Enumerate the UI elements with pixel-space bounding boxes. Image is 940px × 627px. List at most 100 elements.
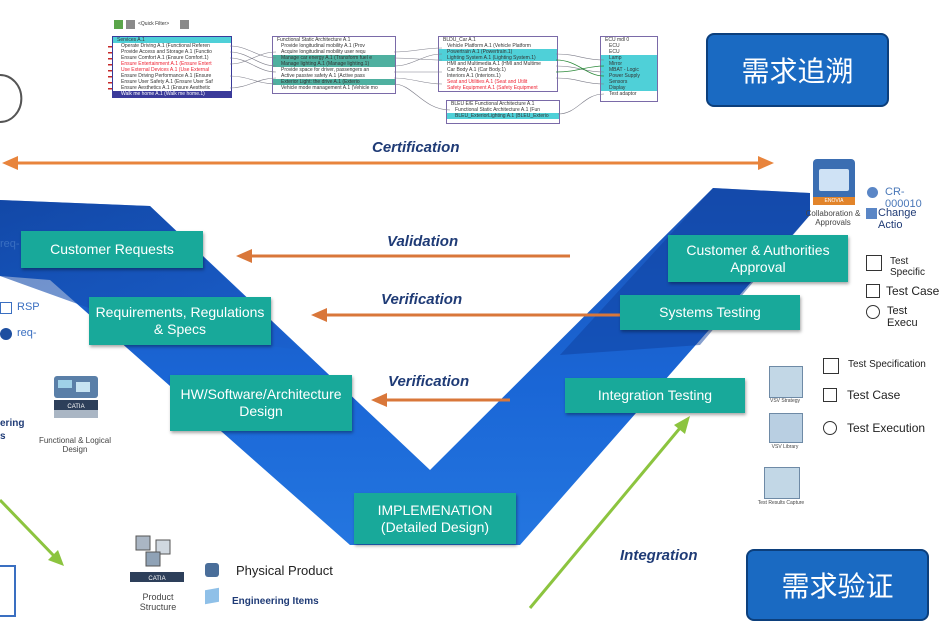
engineering-items-icon xyxy=(205,587,219,605)
validation-arrow-head xyxy=(236,249,252,263)
trace-item: Functional Static Architecture A.1 (Fun xyxy=(455,107,541,113)
catia-product-icon: CATIA xyxy=(130,535,184,582)
change-action-icon xyxy=(866,208,877,219)
test-case-label-2: Test Case xyxy=(847,388,901,402)
collaboration-icon xyxy=(813,159,855,201)
test-exec-label-2: Test Execution xyxy=(847,421,926,435)
req-label-top: req- xyxy=(0,238,20,250)
toolbar-icon[interactable] xyxy=(114,20,123,29)
trace-item: Lighting System A.1 (Lighting System.1) xyxy=(439,55,557,61)
test-exec-icon xyxy=(866,305,880,319)
trace-item: Exterior Light: the drive A.1 (Exterio xyxy=(273,79,395,85)
test-spec-label-2: Test Specification xyxy=(848,359,926,370)
test-case-label: Test Case xyxy=(886,284,940,298)
certification-label: Certification xyxy=(372,139,460,156)
certification-arrow-head-right xyxy=(758,156,774,170)
trace-item: Interiors A.1 (Interiors.1) xyxy=(447,73,501,79)
trace-col-4: BLEU E/E Functional Architecture A.1 Fun… xyxy=(446,100,560,124)
trace-col-1-title: Services A.1 xyxy=(113,37,231,43)
trace-item: Ensure User Safety A.1 (Ensure User Saf xyxy=(121,79,213,85)
collaboration-label: Collaboration & Approvals xyxy=(805,209,861,227)
trace-item: ECU xyxy=(609,43,620,49)
trace-item: Display xyxy=(601,85,657,91)
toolbar-icon-3[interactable] xyxy=(180,20,189,29)
cr-icon xyxy=(867,187,878,198)
rsp-label: RSP xyxy=(17,301,40,313)
collaboration-icon-inner xyxy=(819,169,849,191)
trace-col-3: BLDU_Car A.1 Vehicle Platform A.1 (Vehic… xyxy=(438,36,558,92)
test-spec-icon xyxy=(866,255,882,271)
verification-arrow-head-2 xyxy=(371,393,387,407)
catia-text: CATIA xyxy=(148,576,165,582)
trace-item: Power Supply xyxy=(601,73,657,79)
test-spec-icon-2 xyxy=(823,358,839,374)
trace-item: Provide longitudinal mobility A.1 (Prov xyxy=(281,43,365,49)
trace-item: Vehicle mode management A.1 (Vehicle mo xyxy=(281,85,378,91)
trace-item: Ensure Driving Performance A.1 (Ensure xyxy=(121,73,212,79)
test-exec-icon-2 xyxy=(823,421,837,435)
test-case-icon xyxy=(866,284,880,298)
vsv-strategy-label: VSV Strategy xyxy=(769,398,800,404)
integration-testing-box[interactable]: Integration Testing xyxy=(565,378,745,413)
trace-item: Provide Access and Storage A.1 (Functio xyxy=(121,49,212,55)
vsv-library-icon xyxy=(769,413,803,443)
left-edge-box xyxy=(0,565,16,617)
trace-col-2: Functional Static Architecture A.1 Provi… xyxy=(272,36,396,94)
trace-item: Ensure Comfort A.1 (Ensure Comfort.1) xyxy=(121,55,209,61)
engineering-items-label: Engineering Items xyxy=(232,596,319,607)
test-results-label: Test Results Capture xyxy=(757,500,805,506)
trace-item: Car Body A.1 (Car Body.1) xyxy=(447,67,506,73)
verification-callout: 需求验证 xyxy=(746,549,929,621)
trace-item: Acquire longitudinal mobility user requ xyxy=(281,49,366,55)
trace-item: Walk me home A.1 (Walk me home.1) xyxy=(113,91,231,97)
trace-links xyxy=(108,45,605,115)
trace-item: Manage lighting A.1 (Manage lighting.1) xyxy=(273,61,395,67)
trace-item: BLEU_ExteriorLighting A.1 (BLEU_Exterio xyxy=(447,113,559,119)
trace-item: Ensure Aesthetics A.1 (Ensure Aesthetic xyxy=(121,85,211,91)
toolbar-icon-2[interactable] xyxy=(126,20,135,29)
quick-filter[interactable]: <Quick Filter> xyxy=(138,21,170,27)
green-arrow-left-line xyxy=(0,498,57,559)
traceability-callout: 需求追溯 xyxy=(706,33,889,107)
trace-item: Ensure Entertainment A.1 (Ensure Entert xyxy=(121,61,212,67)
rsp-icon xyxy=(0,302,12,314)
traceability-panel: <Quick Filter> Services A.1 Operate Driv… xyxy=(108,14,688,136)
trace-col-2-title: Functional Static Architecture A.1 xyxy=(277,37,351,43)
trace-item: Provide space for driver, passengers an xyxy=(281,67,370,73)
trace-item: Manage car energy A.1 (Transform fuel e xyxy=(273,55,395,61)
vsv-library-label: VSV Library xyxy=(771,444,799,450)
green-arrow-left-head xyxy=(48,550,64,566)
integration-arrow-head xyxy=(674,416,690,434)
customer-requests-box[interactable]: Customer Requests xyxy=(21,231,203,268)
req-label: req- xyxy=(17,327,37,339)
trace-item: Vehicle Platform A.1 (Vehicle Platform xyxy=(447,43,531,49)
verification-label-1: Verification xyxy=(381,291,463,308)
test-exec-label: Test Execu xyxy=(887,305,918,329)
physical-product-label: Physical Product xyxy=(236,563,333,578)
functional-logical-label: Functional & Logical Design xyxy=(38,436,112,454)
certification-arrow-head-left xyxy=(2,156,18,170)
partial-circle xyxy=(0,74,23,123)
hw-software-design-box[interactable]: HW/Software/Architecture Design xyxy=(170,375,352,431)
vsv-strategy-icon xyxy=(769,366,803,398)
change-action-label: Change Actio xyxy=(878,207,917,231)
test-spec-label: Test Specific xyxy=(890,256,926,278)
product-structure-label: Product Structure xyxy=(139,592,177,612)
physical-product-icon xyxy=(205,563,219,577)
trace-item: Test adaptor xyxy=(609,91,637,97)
trace-item: Active passive safety A.1 (Active pass xyxy=(281,73,365,79)
test-results-icon xyxy=(764,467,800,499)
systems-testing-box[interactable]: Systems Testing xyxy=(620,295,800,330)
trace-item: HMI and Multimedia A.1 (HMI and Multime xyxy=(447,61,541,67)
trace-col-5: ECU mdl 0 ECU ECU Lamp Mirror MBAT - Log… xyxy=(600,36,658,102)
trace-item: Lamp xyxy=(601,55,657,61)
trace-item: MBAT - Logic xyxy=(601,67,657,73)
trace-item: Powertrain A.1 (Powertrain.1) xyxy=(439,49,557,55)
requirements-box[interactable]: Requirements, Regulations & Specs xyxy=(89,297,271,345)
implementation-box[interactable]: IMPLEMENATION (Detailed Design) xyxy=(354,493,516,544)
cr-label: CR-000010 xyxy=(885,186,922,210)
trace-col-1: Services A.1 Operate Driving A.1 (Functi… xyxy=(112,36,232,98)
customer-authorities-approval-box[interactable]: Customer & Authorities Approval xyxy=(668,235,848,282)
integration-label: Integration xyxy=(620,547,698,564)
s-fragment: s xyxy=(0,431,6,442)
